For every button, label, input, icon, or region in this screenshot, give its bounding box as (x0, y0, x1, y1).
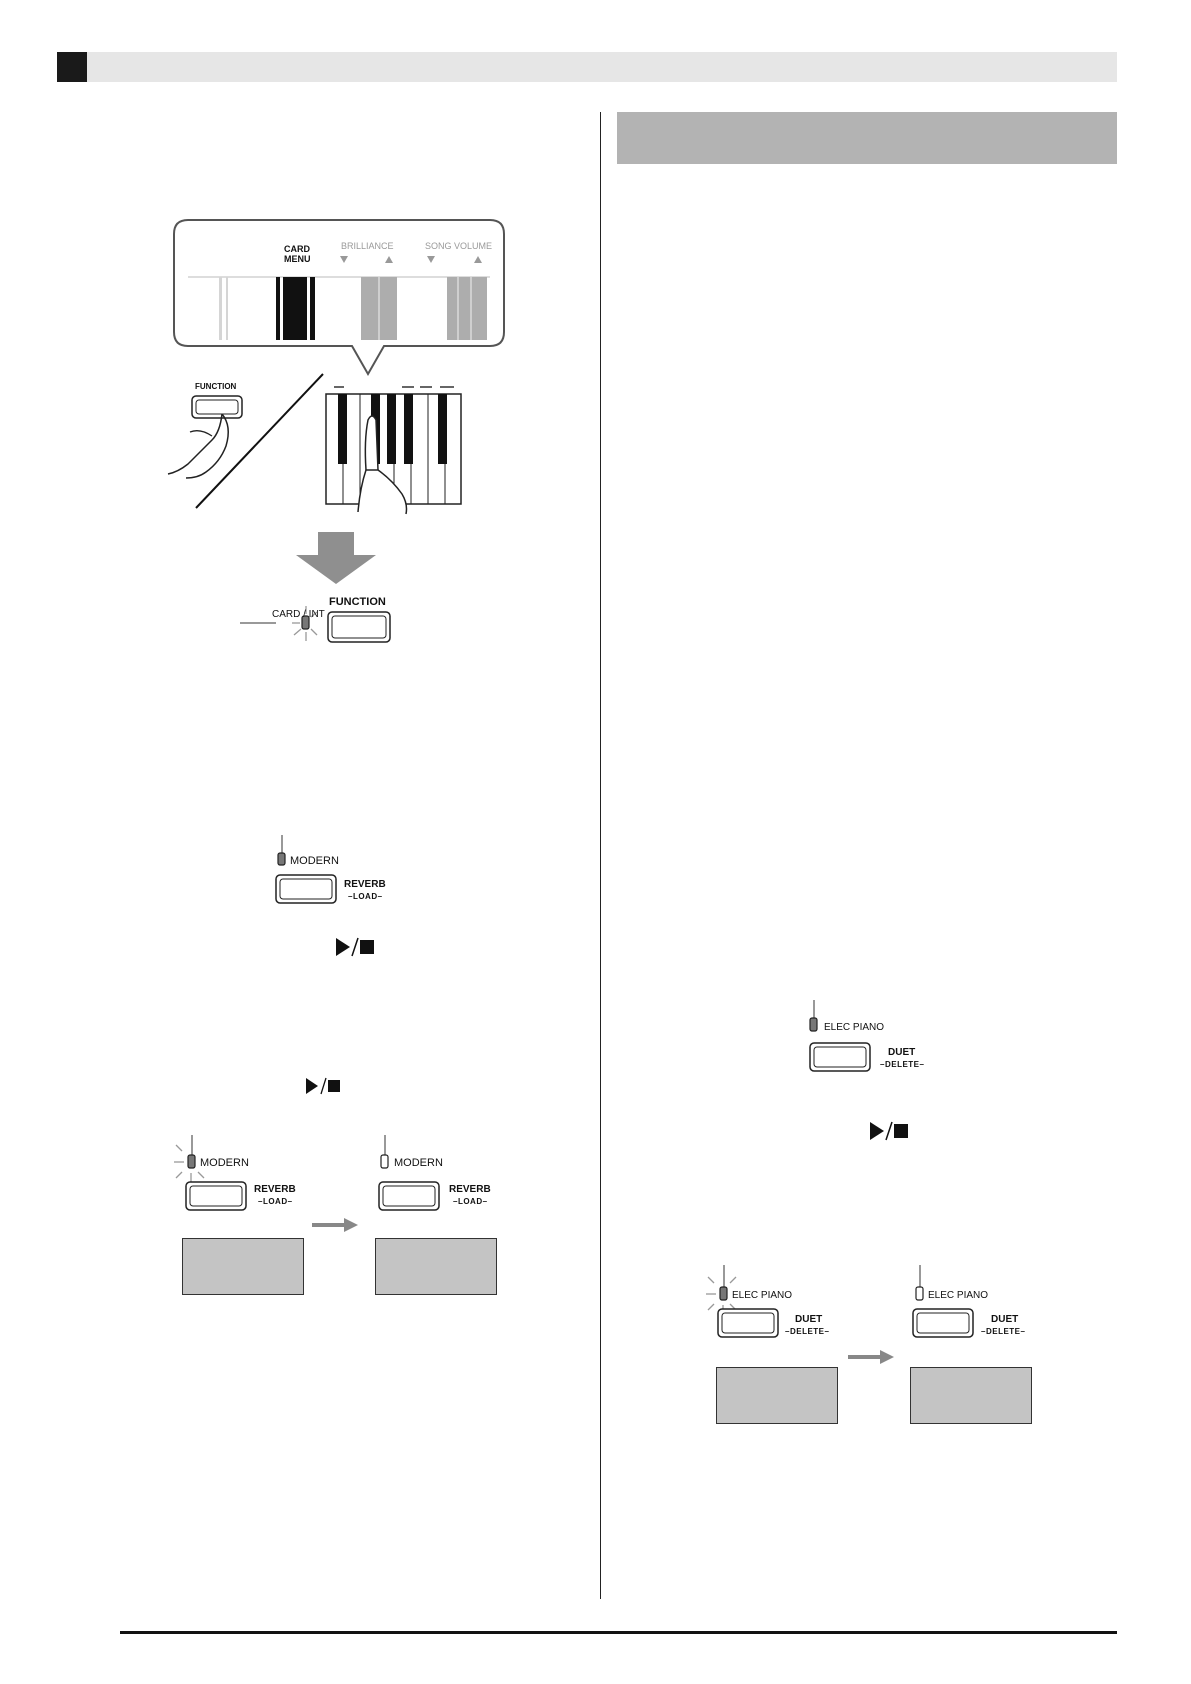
card-int-figure: CARD / INT FUNCTION (240, 590, 400, 650)
header-bar (57, 52, 1117, 82)
reverb-label-after: REVERB (449, 1184, 491, 1195)
arrow-right-icon (848, 1349, 894, 1365)
elec-piano-after-drawing (912, 1265, 974, 1338)
header-square (57, 52, 87, 82)
brilliance-label: BRILLIANCE (341, 241, 394, 251)
duet-label: DUET (888, 1047, 916, 1058)
load-label-before: –LOAD– (258, 1197, 293, 1206)
arrow-right-icon (312, 1217, 358, 1233)
elec-piano-label: ELEC PIANO (824, 1022, 885, 1033)
elec-piano-duet-drawing (809, 1000, 871, 1072)
lcd-display-after (375, 1238, 497, 1295)
reverb-label: REVERB (344, 879, 386, 890)
card-int-drawing (240, 606, 391, 643)
card-menu-label-line2: MENU (284, 254, 311, 264)
modern-reverb-figure: MODERN REVERB –LOAD– (270, 835, 410, 905)
modern-before-drawing (174, 1135, 247, 1211)
elec-piano-sequence-after: ELEC PIANO DUET –DELETE– (900, 1265, 1050, 1340)
keyboard-callout-drawing (167, 219, 505, 584)
modern-label: MODERN (290, 855, 339, 867)
modern-reverb-drawing (275, 835, 337, 904)
modern-label-after: MODERN (394, 1157, 443, 1169)
delete-label-before: –DELETE– (785, 1327, 830, 1336)
function-button-label: FUNCTION (195, 382, 237, 391)
keyboard-callout-figure: CARD MENU BRILLIANCE SONG VOLUME FUNCTIO… (0, 0, 600, 584)
down-arrow-icon (296, 532, 376, 584)
play-stop-icon (306, 1077, 344, 1095)
duet-label-before: DUET (795, 1314, 823, 1325)
card-int-label: CARD / INT (272, 609, 325, 620)
reverb-label-before: REVERB (254, 1184, 296, 1195)
load-label: –LOAD– (348, 892, 383, 901)
elec-piano-duet-figure: ELEC PIANO DUET –DELETE– (800, 1000, 940, 1075)
elec-piano-label-after: ELEC PIANO (928, 1290, 989, 1301)
modern-sequence-after: MODERN REVERB –LOAD– (365, 1135, 515, 1211)
elec-piano-label-before: ELEC PIANO (732, 1290, 793, 1301)
section-banner (617, 112, 1117, 164)
elec-piano-before-drawing (706, 1265, 779, 1338)
play-stop-icon (870, 1121, 912, 1141)
lcd-display-after-right (910, 1367, 1032, 1424)
delete-label: –DELETE– (880, 1060, 925, 1069)
song-volume-label: SONG VOLUME (425, 241, 493, 251)
lcd-display-before (182, 1238, 304, 1295)
footer-rule (120, 1631, 1117, 1634)
lcd-display-before-right (716, 1367, 838, 1424)
column-divider (600, 112, 601, 1599)
modern-label-before: MODERN (200, 1157, 249, 1169)
load-label-after: –LOAD– (453, 1197, 488, 1206)
duet-label-after: DUET (991, 1314, 1019, 1325)
delete-label-after: –DELETE– (981, 1327, 1026, 1336)
function-label: FUNCTION (329, 596, 386, 608)
elec-piano-sequence-before: ELEC PIANO DUET –DELETE– (700, 1265, 850, 1340)
play-stop-icon (336, 937, 378, 957)
modern-after-drawing (378, 1135, 440, 1211)
modern-sequence-before: MODERN REVERB –LOAD– (170, 1135, 320, 1211)
card-menu-label-line1: CARD (284, 244, 310, 254)
